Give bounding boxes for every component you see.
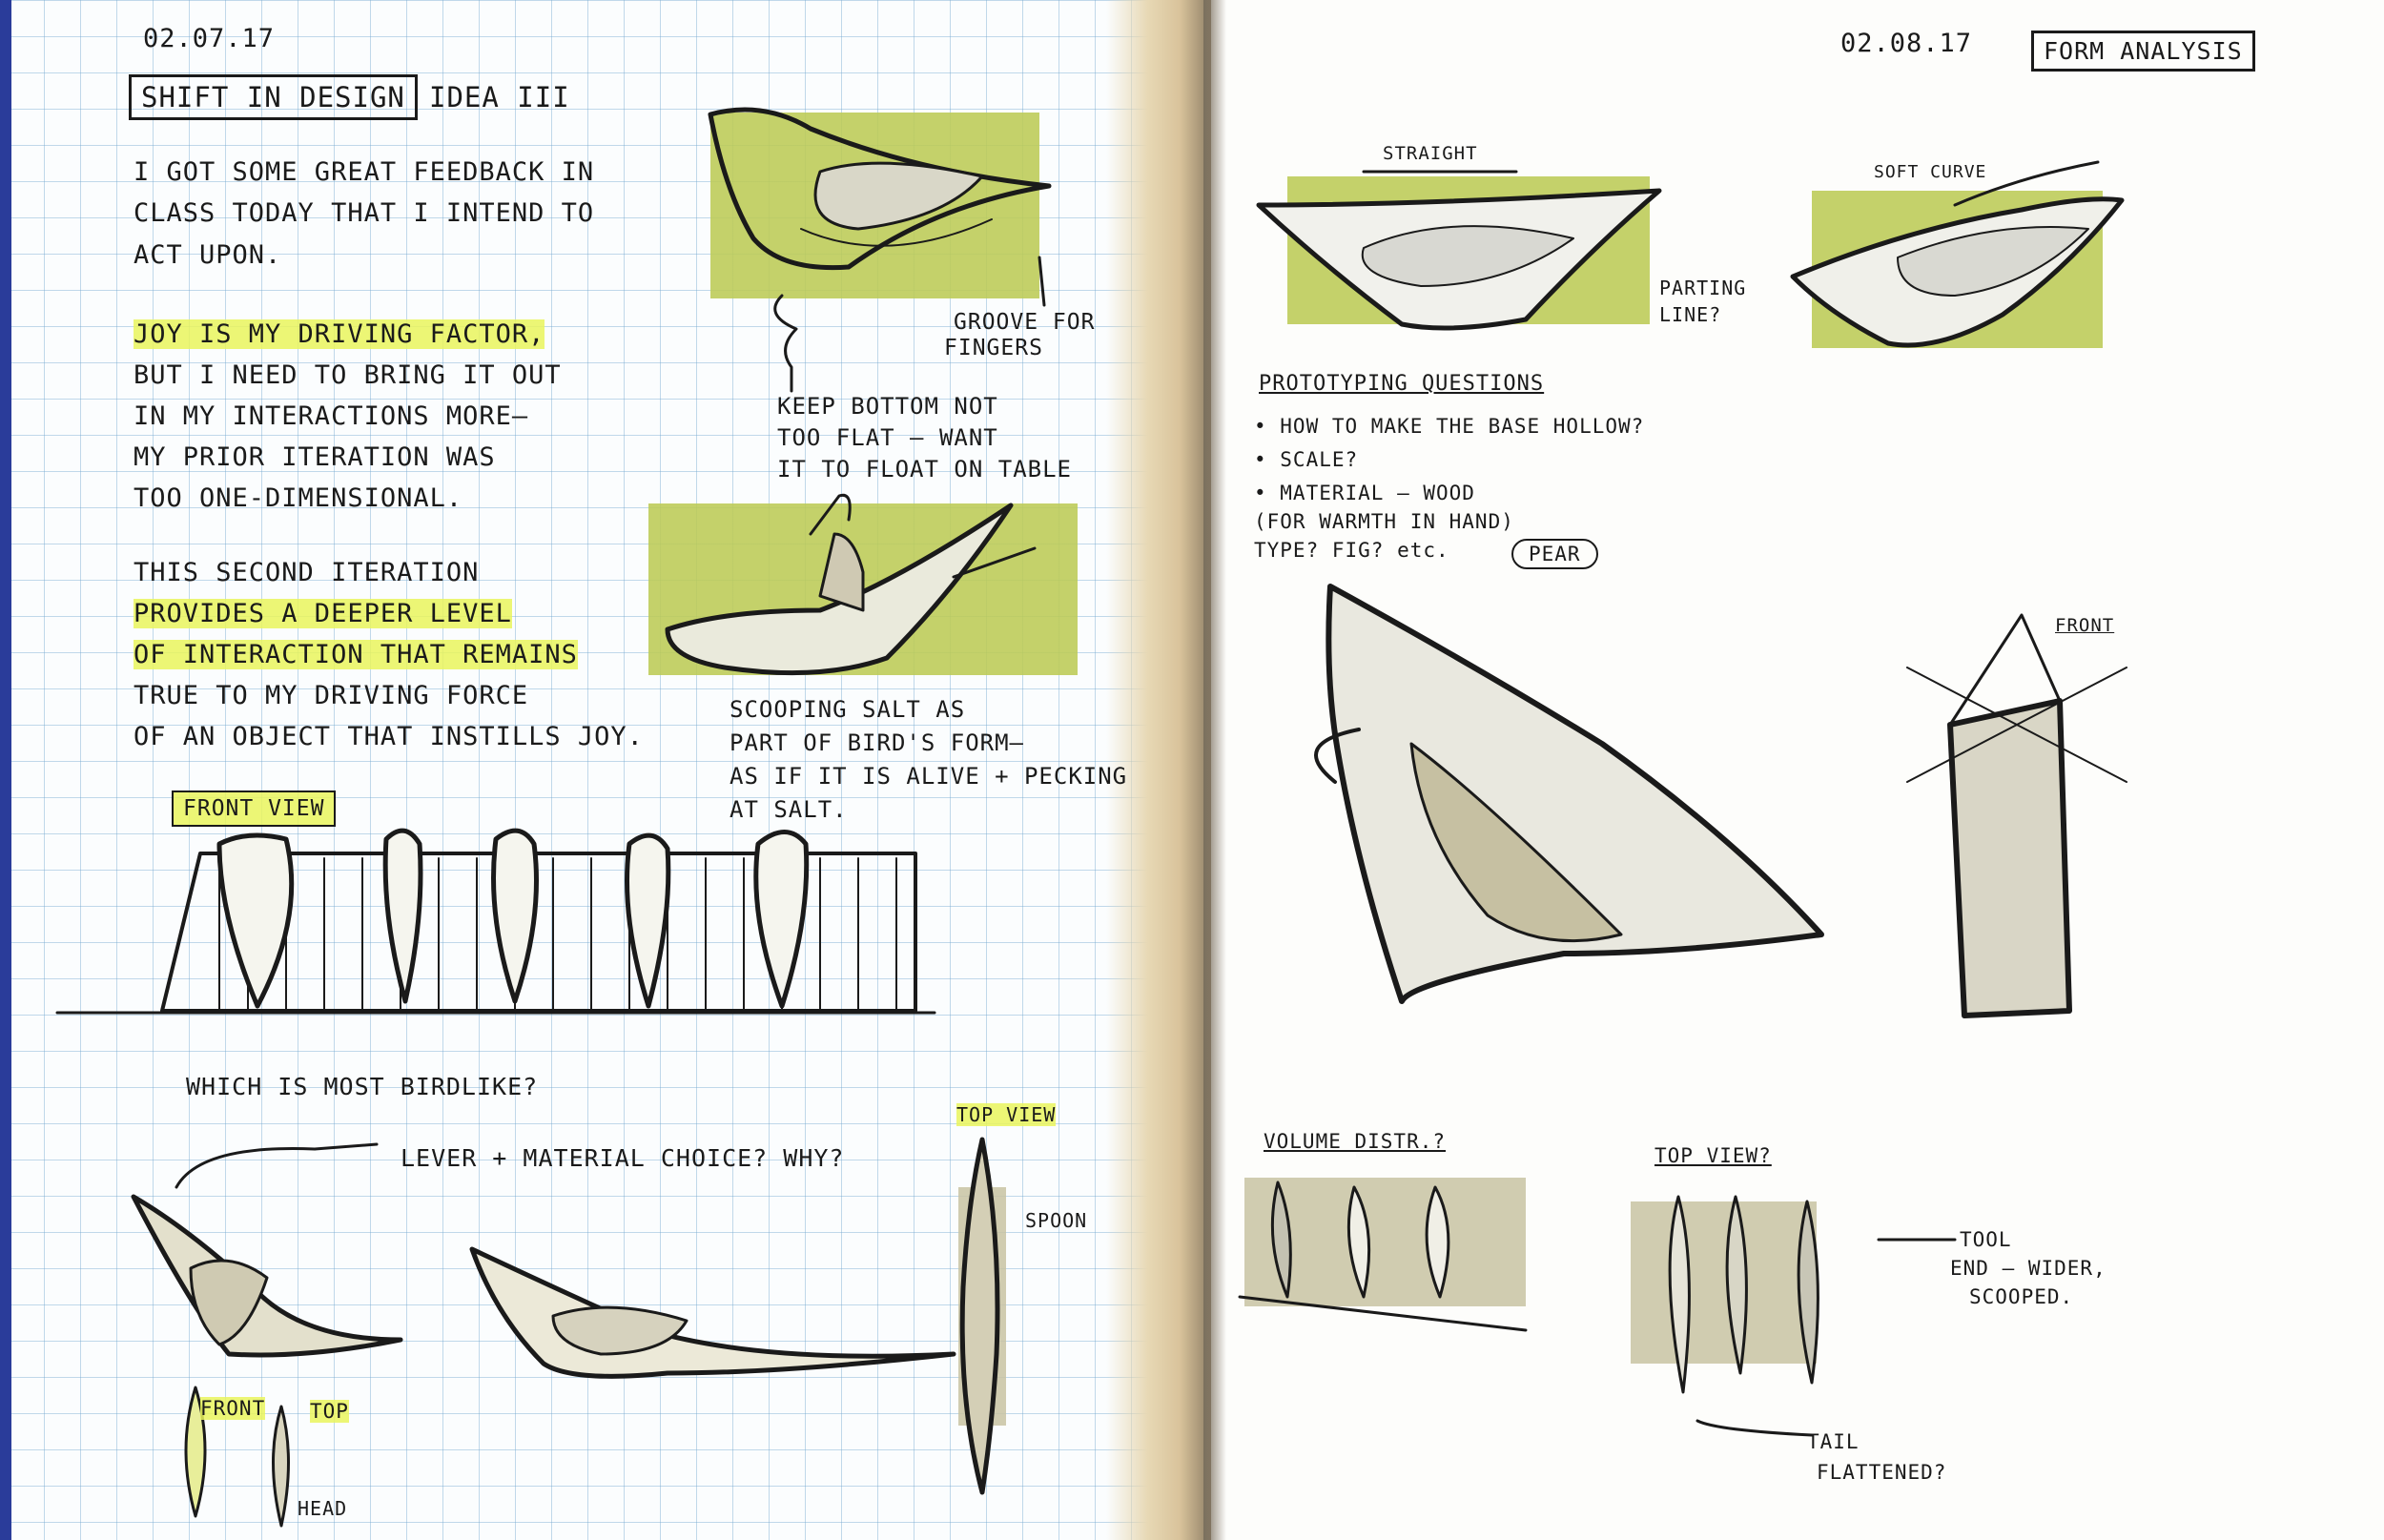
spoon-label: SPOON [1025,1209,1088,1232]
prototyping-item: • SCALE? [1254,448,1359,471]
feedback-line: ACT UPON. [134,240,282,270]
groove-note: GROOVE FOR [954,310,1096,335]
joy-line: TOO ONE-DIMENSIONAL. [134,483,463,513]
tool-note: SCOOPED. [1969,1285,2074,1308]
front-label-right: FRONT [2055,615,2115,636]
notebook-binding-edge [0,0,11,1540]
joy-line-text: JOY IS MY DRIVING FACTOR, [134,319,545,349]
groove-note: FINGERS [944,336,1043,360]
birdlike-question: WHICH IS MOST BIRDLIKE? [186,1073,539,1100]
left-page-date: 02.07.17 [143,24,276,53]
front-view-label: FRONT VIEW [172,791,337,827]
volume-label: VOLUME DISTR.? [1264,1130,1447,1153]
joy-line: IN MY INTERACTIONS MORE— [134,401,529,431]
top-view-label: TOP VIEW [956,1103,1057,1126]
parting-line-label: LINE? [1659,303,1722,326]
straight-label: STRAIGHT [1383,143,1478,164]
lever-question: LEVER + MATERIAL CHOICE? WHY? [401,1144,845,1172]
top-view-label-text: TOP VIEW [956,1103,1057,1126]
prototyping-item: (FOR WARMTH IN HAND) [1254,510,1514,533]
prototyping-item: • MATERIAL — WOOD [1254,482,1475,504]
iteration-line-text: PROVIDES A DEEPER LEVEL [134,599,512,628]
prototyping-title: PROTOTYPING QUESTIONS [1259,372,1545,396]
scoop-note: SCOOPING SALT AS [730,696,966,723]
parting-line-label: PARTING [1659,277,1747,299]
top-small-label: TOP [310,1400,349,1423]
joy-line: BUT I NEED TO BRING IT OUT [134,360,562,390]
scoop-note: PART OF BIRD'S FORM— [730,729,1024,756]
page-gutter [1106,0,1211,1540]
feedback-line: CLASS TODAY THAT I INTEND TO [134,198,595,228]
marker-block-volume [1244,1178,1526,1306]
iteration-line: PROVIDES A DEEPER LEVEL [134,599,512,628]
right-page-shadow [1203,0,1226,1540]
bottom-note: IT TO FLOAT ON TABLE [777,456,1072,483]
scoop-note: AS IF IT IS ALIVE + PECKING [730,763,1128,790]
bottom-note: KEEP BOTTOM NOT [777,393,998,420]
head-label: HEAD [298,1497,348,1520]
front-small-label: FRONT [200,1397,266,1420]
marker-block-curve-sketch [1812,191,2103,348]
prototyping-item: • HOW TO MAKE THE BASE HOLLOW? [1254,415,1645,438]
scoop-note: AT SALT. [730,796,848,823]
iteration-line: THIS SECOND ITERATION [134,558,480,587]
iteration-line: OF INTERACTION THAT REMAINS [134,640,578,669]
top-small-label-text: TOP [310,1400,349,1423]
marker-block-straight-sketch [1287,176,1650,324]
marker-block-topview [1631,1201,1817,1364]
tail-note: FLATTENED? [1817,1461,1947,1484]
iteration-line-text: OF INTERACTION THAT REMAINS [134,640,578,669]
joy-line: MY PRIOR ITERATION WAS [134,442,496,472]
front-small-label-text: FRONT [200,1397,266,1420]
marker-block-scoop-sketch [648,503,1078,675]
marker-block-spoon [958,1187,1006,1426]
prototyping-item: TYPE? FIG? etc. [1254,539,1449,562]
iteration-line: OF AN OBJECT THAT INSTILLS JOY. [134,722,644,751]
feedback-line: I GOT SOME GREAT FEEDBACK IN [134,157,595,187]
right-page-date: 02.08.17 [1840,29,1973,58]
top-view-right-label: TOP VIEW? [1654,1144,1772,1167]
tool-note: END — WIDER, [1950,1257,2107,1280]
joy-line: JOY IS MY DRIVING FACTOR, [134,319,545,349]
idea-label: IDEA III [429,81,570,113]
tool-note: TOOL [1960,1228,2012,1251]
iteration-line: TRUE TO MY DRIVING FORCE [134,681,529,710]
bottom-note: TOO FLAT — WANT [777,424,998,451]
pear-label: PEAR [1511,539,1598,569]
front-view-label-text: FRONT VIEW [172,791,337,827]
soft-curve-label: SOFT CURVE [1874,162,1987,182]
tail-note: TAIL [1807,1430,1860,1453]
left-page-title-box: SHIFT IN DESIGN [129,74,418,120]
right-page-title-box: FORM ANALYSIS [2031,31,2255,72]
marker-block-top-sketch [710,113,1039,298]
